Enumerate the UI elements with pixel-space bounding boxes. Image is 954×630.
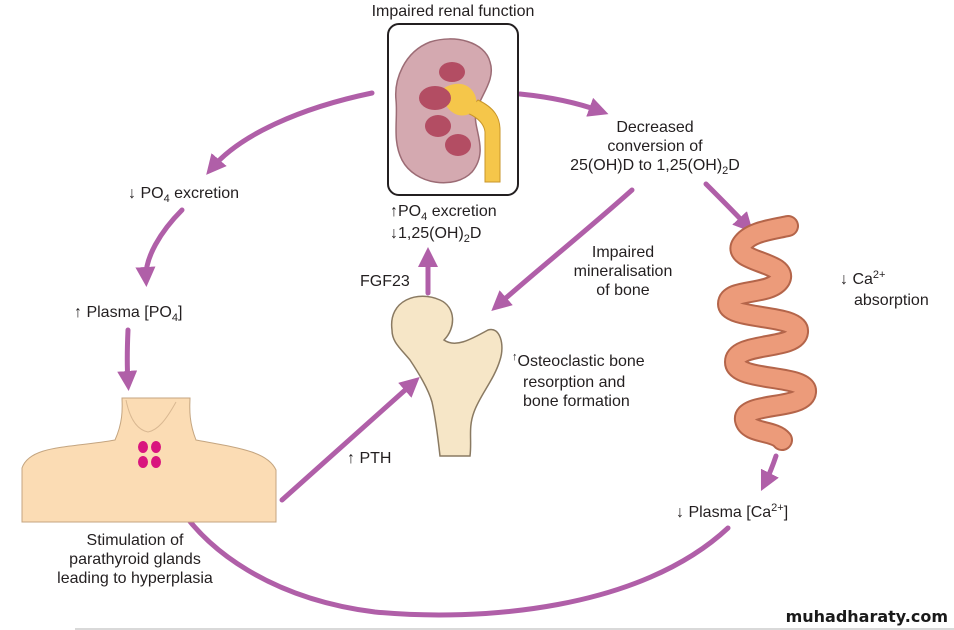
vitd-down-label: ↓1,25(OH)2D — [390, 225, 482, 245]
osteoclastic-label: ↑Osteoclastic bone resorption and bone f… — [512, 351, 645, 410]
bottom-rule — [75, 628, 954, 630]
bone-illustration — [391, 295, 503, 457]
stimulation-parathyroid-label: Stimulation of parathyroid glands leadin… — [57, 532, 213, 587]
arrow-plasma-po4-to-parathyroid — [117, 327, 138, 391]
arrow-conversion-to-intestine — [703, 181, 754, 233]
parathyroid-glands — [138, 441, 161, 468]
arrow-conversion-to-bone — [491, 187, 635, 311]
watermark: muhadharaty.com — [786, 607, 948, 626]
fgf23-label: FGF23 — [360, 273, 410, 290]
arrow-kidney-to-decreased-conversion — [517, 91, 609, 117]
kidney-illustration — [387, 23, 519, 196]
impaired-renal-function-label: Impaired renal function — [371, 3, 535, 20]
arrow-parathyroid-pth-to-bone — [279, 377, 420, 503]
decreased-conversion-label: Decreased conversion of 25(OH)D to 1,25(… — [570, 119, 740, 177]
neck-illustration — [21, 397, 277, 523]
arrow-po4-excretion-to-plasma-po4 — [135, 207, 185, 287]
arrow-plasma-ca-to-parathyroid — [161, 475, 731, 618]
impaired-mineralisation-label: Impaired mineralisation of bone — [573, 244, 673, 299]
plasma-po4-up-label: ↑ Plasma [PO4] — [74, 304, 183, 324]
po4-excretion-up-label: ↑PO4 excretion — [390, 203, 497, 223]
plasma-ca-label: ↓ Plasma [Ca2+] — [676, 502, 789, 521]
arrow-kidney-to-po4-excretion — [206, 90, 375, 175]
pth-up-label: ↑ PTH — [347, 450, 392, 467]
po4-excretion-down-label: ↓ PO4 excretion — [128, 185, 240, 205]
intestine-illustration — [716, 215, 817, 451]
ca-absorption-label: ↓ Ca2+ absorption — [840, 269, 929, 309]
arrow-intestine-to-plasma-ca — [760, 453, 779, 492]
